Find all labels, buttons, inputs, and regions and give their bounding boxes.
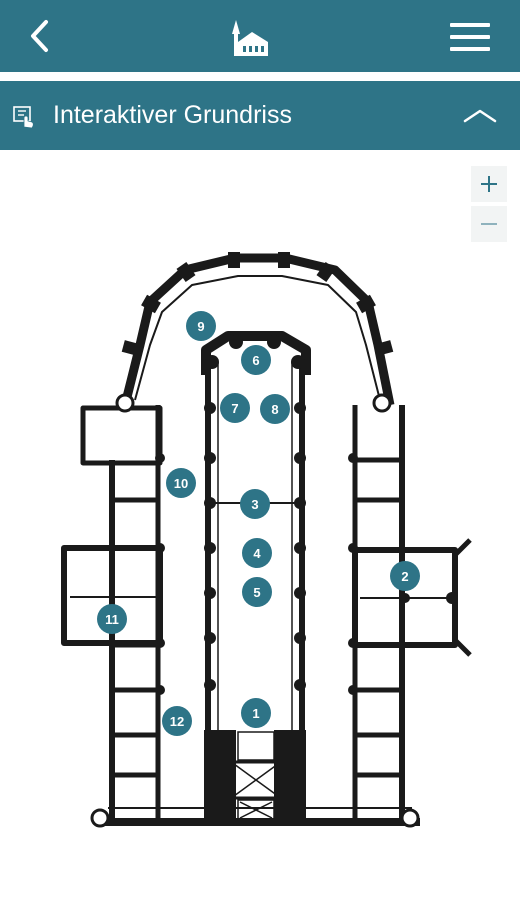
header-divider: [0, 72, 520, 81]
poi-marker-5[interactable]: 5: [242, 577, 272, 607]
poi-marker-10[interactable]: 10: [166, 468, 196, 498]
poi-marker-1[interactable]: 1: [241, 698, 271, 728]
floor-plan[interactable]: 1 2 3 4 5 6 7 8 9 10 11 12: [0, 150, 520, 900]
poi-marker-6[interactable]: 6: [241, 345, 271, 375]
poi-marker-12[interactable]: 12: [162, 706, 192, 736]
section-title: Interaktiver Grundriss: [53, 101, 292, 129]
floorplan-section-header[interactable]: Interaktiver Grundriss: [0, 81, 520, 150]
hamburger-menu-icon[interactable]: [448, 20, 492, 54]
zoom-out-button[interactable]: [471, 206, 507, 242]
poi-marker-2[interactable]: 2: [390, 561, 420, 591]
poi-marker-8[interactable]: 8: [260, 394, 290, 424]
chevron-left-icon[interactable]: [22, 16, 62, 56]
floor-plan-drawing: [61, 252, 472, 828]
poi-marker-3[interactable]: 3: [240, 489, 270, 519]
poi-marker-4[interactable]: 4: [242, 538, 272, 568]
zoom-in-button[interactable]: [471, 166, 507, 202]
poi-marker-7[interactable]: 7: [220, 393, 250, 423]
floorplan-touch-icon: [12, 105, 36, 129]
poi-marker-11[interactable]: 11: [97, 604, 127, 634]
church-icon[interactable]: [228, 18, 272, 58]
app-header: [0, 0, 520, 72]
chevron-up-icon[interactable]: [462, 107, 498, 125]
poi-marker-9[interactable]: 9: [186, 311, 216, 341]
